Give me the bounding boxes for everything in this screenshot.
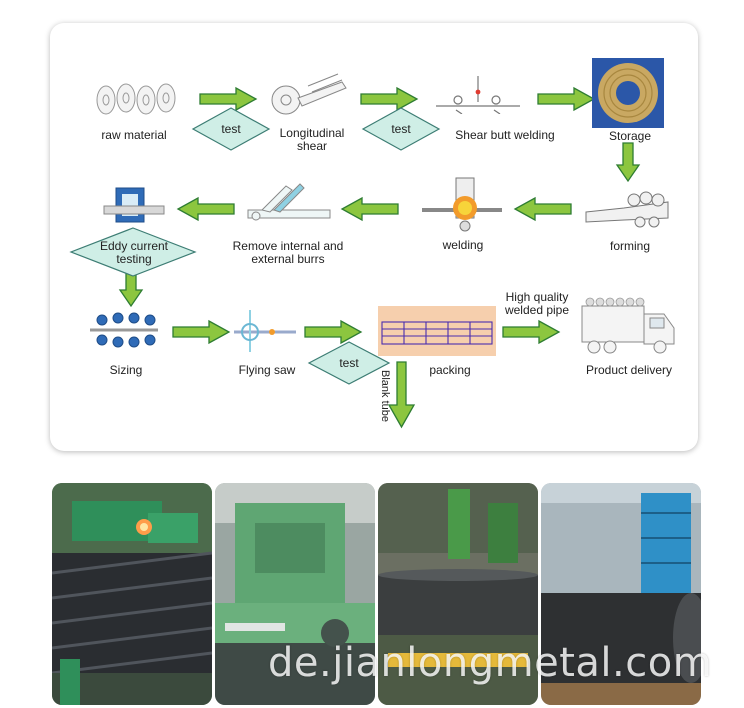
shear-butt-welding-icon (436, 76, 520, 114)
label-product-delivery: Product delivery (585, 363, 673, 377)
delivery-truck-icon (581, 297, 675, 354)
label-eddy-current: Eddy current testing (99, 239, 169, 266)
label-longitudinal-shear: Longitudinal shear (279, 126, 345, 153)
label-remove-burrs: Remove internal and external burrs (232, 239, 344, 266)
label-shear-butt-welding: Shear butt welding (455, 128, 555, 142)
label-test-1: test (221, 122, 241, 136)
flying-saw-icon (234, 310, 296, 352)
longitudinal-shear-icon (271, 73, 347, 115)
factory-photo-1 (52, 483, 212, 705)
label-test-2: test (391, 122, 411, 136)
label-blank-tube: Blank tube (379, 370, 391, 422)
sizing-icon (90, 312, 158, 348)
label-packing: packing (429, 363, 471, 377)
packing-bundle-icon (378, 306, 496, 356)
label-storage: Storage (608, 129, 652, 143)
label-sizing: Sizing (109, 363, 143, 377)
watermark: de.jianlongmetal.com (268, 640, 713, 686)
factory-photo-4 (541, 483, 701, 705)
raw-material-icon (96, 83, 176, 115)
eddy-current-icon (103, 187, 165, 223)
label-forming: forming (609, 239, 650, 253)
storage-coil-icon (592, 58, 664, 128)
label-high-quality: High quality welded pipe (504, 290, 570, 317)
label-test-3: test (339, 356, 359, 370)
factory-photo-3 (378, 483, 538, 705)
welding-icon (422, 177, 502, 232)
forming-icon (585, 191, 669, 228)
remove-burrs-icon (247, 183, 331, 221)
label-raw-material: raw material (101, 128, 167, 142)
label-welding: welding (442, 238, 484, 252)
label-flying-saw: Flying saw (238, 363, 296, 377)
factory-photo-2 (215, 483, 375, 705)
